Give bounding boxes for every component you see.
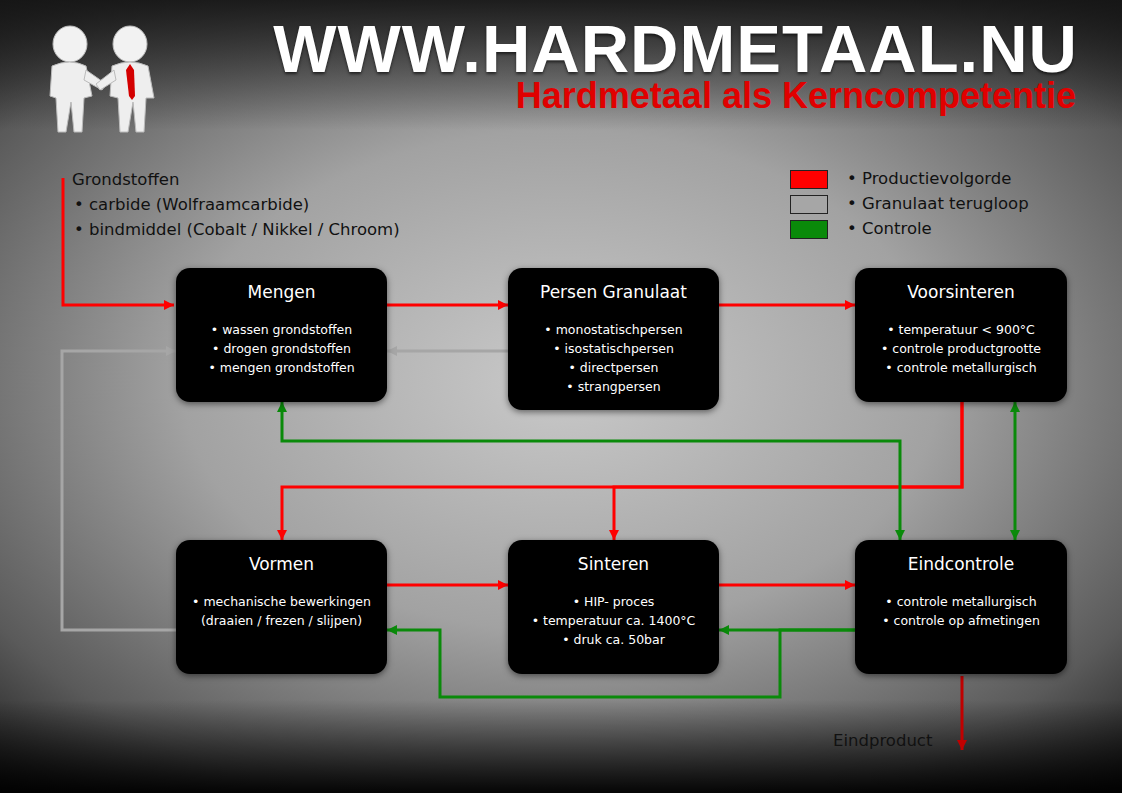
box-heading: Mengen — [188, 280, 375, 304]
subtitle: Hardmetaal als Kerncompetentie — [516, 76, 1076, 116]
box-bullet: • mengen grondstoffen — [188, 358, 375, 377]
bottom-shade — [0, 700, 1122, 793]
flow-connector — [282, 402, 962, 540]
box-bullet: • HIP- proces — [520, 592, 707, 611]
legend-text: • Granulaat terugloop — [847, 193, 1029, 215]
box-bullet: • controle productgrootte — [867, 339, 1055, 358]
process-box: Vormen • mechanische bewerkingen (draaien… — [176, 540, 387, 674]
box-bullet: • mechanische bewerkingen (draaien / fre… — [188, 592, 375, 630]
process-box: Voorsinteren• temperatuur < 900°C• contr… — [855, 268, 1067, 402]
flow-connector — [387, 584, 508, 587]
box-heading: Eindcontrole — [867, 552, 1055, 576]
site-title: WWW.HARDMETAAL.NU — [273, 14, 1078, 84]
box-bullet: • monostatischpersen — [520, 320, 707, 339]
legend-swatch — [790, 170, 828, 189]
legend-swatch — [790, 195, 828, 214]
box-bullet: • strangpersen — [520, 377, 707, 396]
flow-connector — [1014, 402, 1017, 540]
handshake-icon — [50, 26, 154, 132]
box-heading: Sinteren — [520, 552, 707, 576]
box-heading: Vormen — [188, 552, 375, 576]
box-bullet: • wassen grondstoffen — [188, 320, 375, 339]
box-heading: Voorsinteren — [867, 280, 1055, 304]
end-product-label: Eindproduct — [833, 730, 932, 752]
box-bullet: • isostatischpersen — [520, 339, 707, 358]
output-line — [961, 676, 964, 750]
box-bullet: • controle op afmetingen — [867, 611, 1055, 630]
legend-text: • Productievolgorde — [847, 168, 1012, 190]
flow-connector — [62, 351, 176, 630]
box-bullet: • temperatuur < 900°C — [867, 320, 1055, 339]
flow-connector — [719, 584, 855, 587]
legend-text: • Controle — [847, 218, 932, 240]
flow-connector — [719, 304, 855, 307]
box-bullet: • drogen grondstoffen — [188, 339, 375, 358]
raw-materials-heading: Grondstoffen — [72, 169, 179, 191]
raw-material-item: • carbide (Wolfraamcarbide) — [74, 194, 309, 216]
box-bullet: • directpersen — [520, 358, 707, 377]
raw-material-item: • bindmiddel (Cobalt / Nikkel / Chroom) — [74, 219, 400, 241]
flow-connector — [387, 350, 508, 353]
process-box: Persen Granulaat • monostatischpersen• is… — [508, 268, 719, 410]
box-bullet: • temperatuur ca. 1400°C — [520, 611, 707, 630]
box-bullet: • druk ca. 50bar — [520, 630, 707, 649]
process-box: Mengen • wassen grondstoffen• drogen gron… — [176, 268, 387, 402]
flow-connector — [282, 402, 900, 540]
process-box: Eindcontrole • controle metallurgisch• co… — [855, 540, 1067, 674]
flow-connector — [614, 402, 962, 540]
legend-swatch — [790, 220, 828, 239]
box-heading: Persen Granulaat — [520, 280, 707, 304]
flow-connector — [387, 304, 508, 307]
box-bullet: • controle metallurgisch — [867, 592, 1055, 611]
process-box: Sinteren • HIP- proces• temperatuur ca. 1… — [508, 540, 719, 674]
box-bullet: • controle metallurgisch — [867, 358, 1055, 377]
